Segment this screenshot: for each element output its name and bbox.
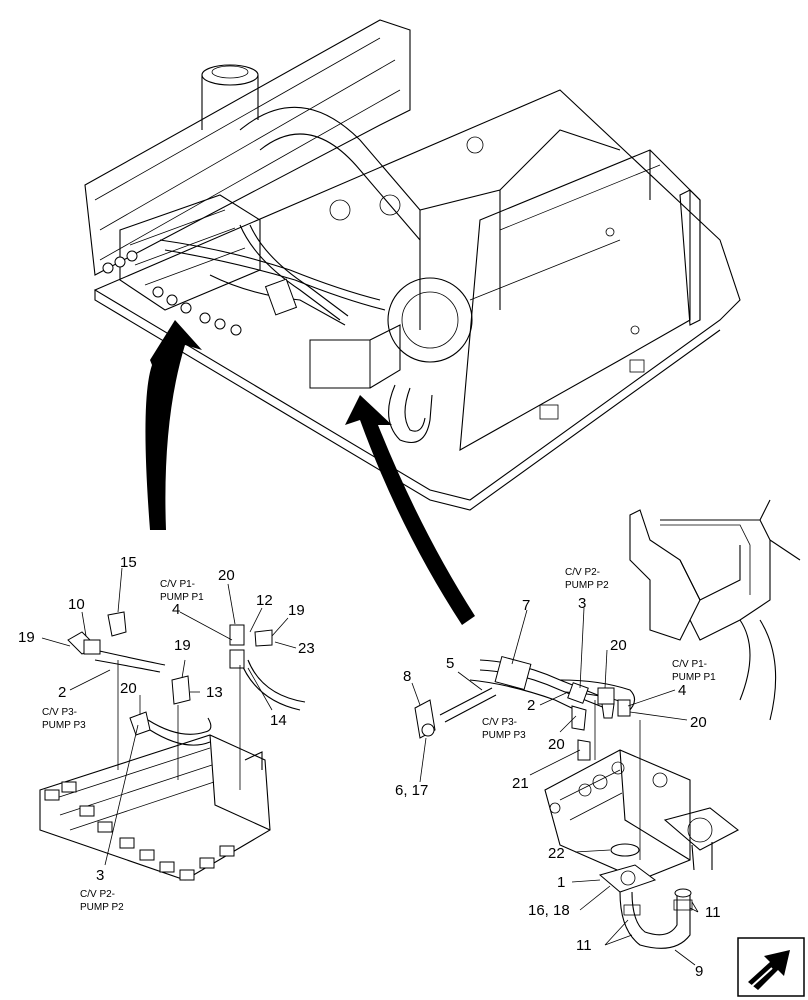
callout-20-right-b: 20 <box>690 714 707 731</box>
callout-9: 9 <box>695 963 703 980</box>
callout-1: 1 <box>557 874 565 891</box>
callout-15: 15 <box>120 554 137 571</box>
callout-8: 8 <box>403 668 411 685</box>
callout-20-right-a: 20 <box>610 637 627 654</box>
callout-4-left: 4 <box>172 601 180 618</box>
callout-5: 5 <box>446 655 454 672</box>
caption-left-p2-line2: PUMP P2 <box>80 902 124 913</box>
callout-2-left: 2 <box>58 684 66 701</box>
caption-right-p2-line2: PUMP P2 <box>565 580 609 591</box>
callout-13: 13 <box>206 684 223 701</box>
callout-20-left-a: 20 <box>120 680 137 697</box>
callout-11-right: 11 <box>705 904 721 921</box>
callout-12: 12 <box>256 592 273 609</box>
left-detail-view <box>39 567 306 881</box>
callout-22: 22 <box>548 845 565 862</box>
caption-left-p1-line2: PUMP P1 <box>160 592 204 603</box>
callout-20-left-b: 20 <box>218 567 235 584</box>
right-detail-view <box>411 499 801 966</box>
callout-21: 21 <box>512 775 529 792</box>
caption-left-p2-line1: C/V P2- <box>80 889 115 900</box>
caption-right-p1-line2: PUMP P1 <box>672 672 716 683</box>
caption-right-p3-line1: C/V P3- <box>482 717 517 728</box>
valve-fittings <box>102 250 242 336</box>
upper-frame-assembly <box>84 19 741 511</box>
callout-3-right: 3 <box>578 595 586 612</box>
callout-20-right-c: 20 <box>548 736 565 753</box>
caption-right-p1-line1: C/V P1- <box>672 659 707 670</box>
callout-19-right: 19 <box>288 602 305 619</box>
caption-left-p1-line1: C/V P1- <box>160 579 195 590</box>
caption-right-p2-line1: C/V P2- <box>565 567 600 578</box>
caption-left-p3-line1: C/V P3- <box>42 707 77 718</box>
detail-arrows <box>145 320 475 625</box>
callout-11-bottom: 11 <box>576 937 592 954</box>
next-page-arrow-icon[interactable] <box>737 937 805 997</box>
callout-7: 7 <box>522 597 530 614</box>
callout-10: 10 <box>68 596 85 613</box>
callout-4-right: 4 <box>678 682 686 699</box>
callout-16-18: 16, 18 <box>528 902 570 919</box>
caption-right-p3-line2: PUMP P3 <box>482 730 526 741</box>
callout-2-right: 2 <box>527 697 535 714</box>
left-valve-fittings <box>44 781 235 881</box>
callout-23: 23 <box>298 640 315 657</box>
callout-19-left: 19 <box>18 629 35 646</box>
callout-6-17: 6, 17 <box>395 782 428 799</box>
caption-left-p3-line2: PUMP P3 <box>42 720 86 731</box>
callout-3-left: 3 <box>96 867 104 884</box>
callout-14: 14 <box>270 712 287 729</box>
callout-19-mid: 19 <box>174 637 191 654</box>
